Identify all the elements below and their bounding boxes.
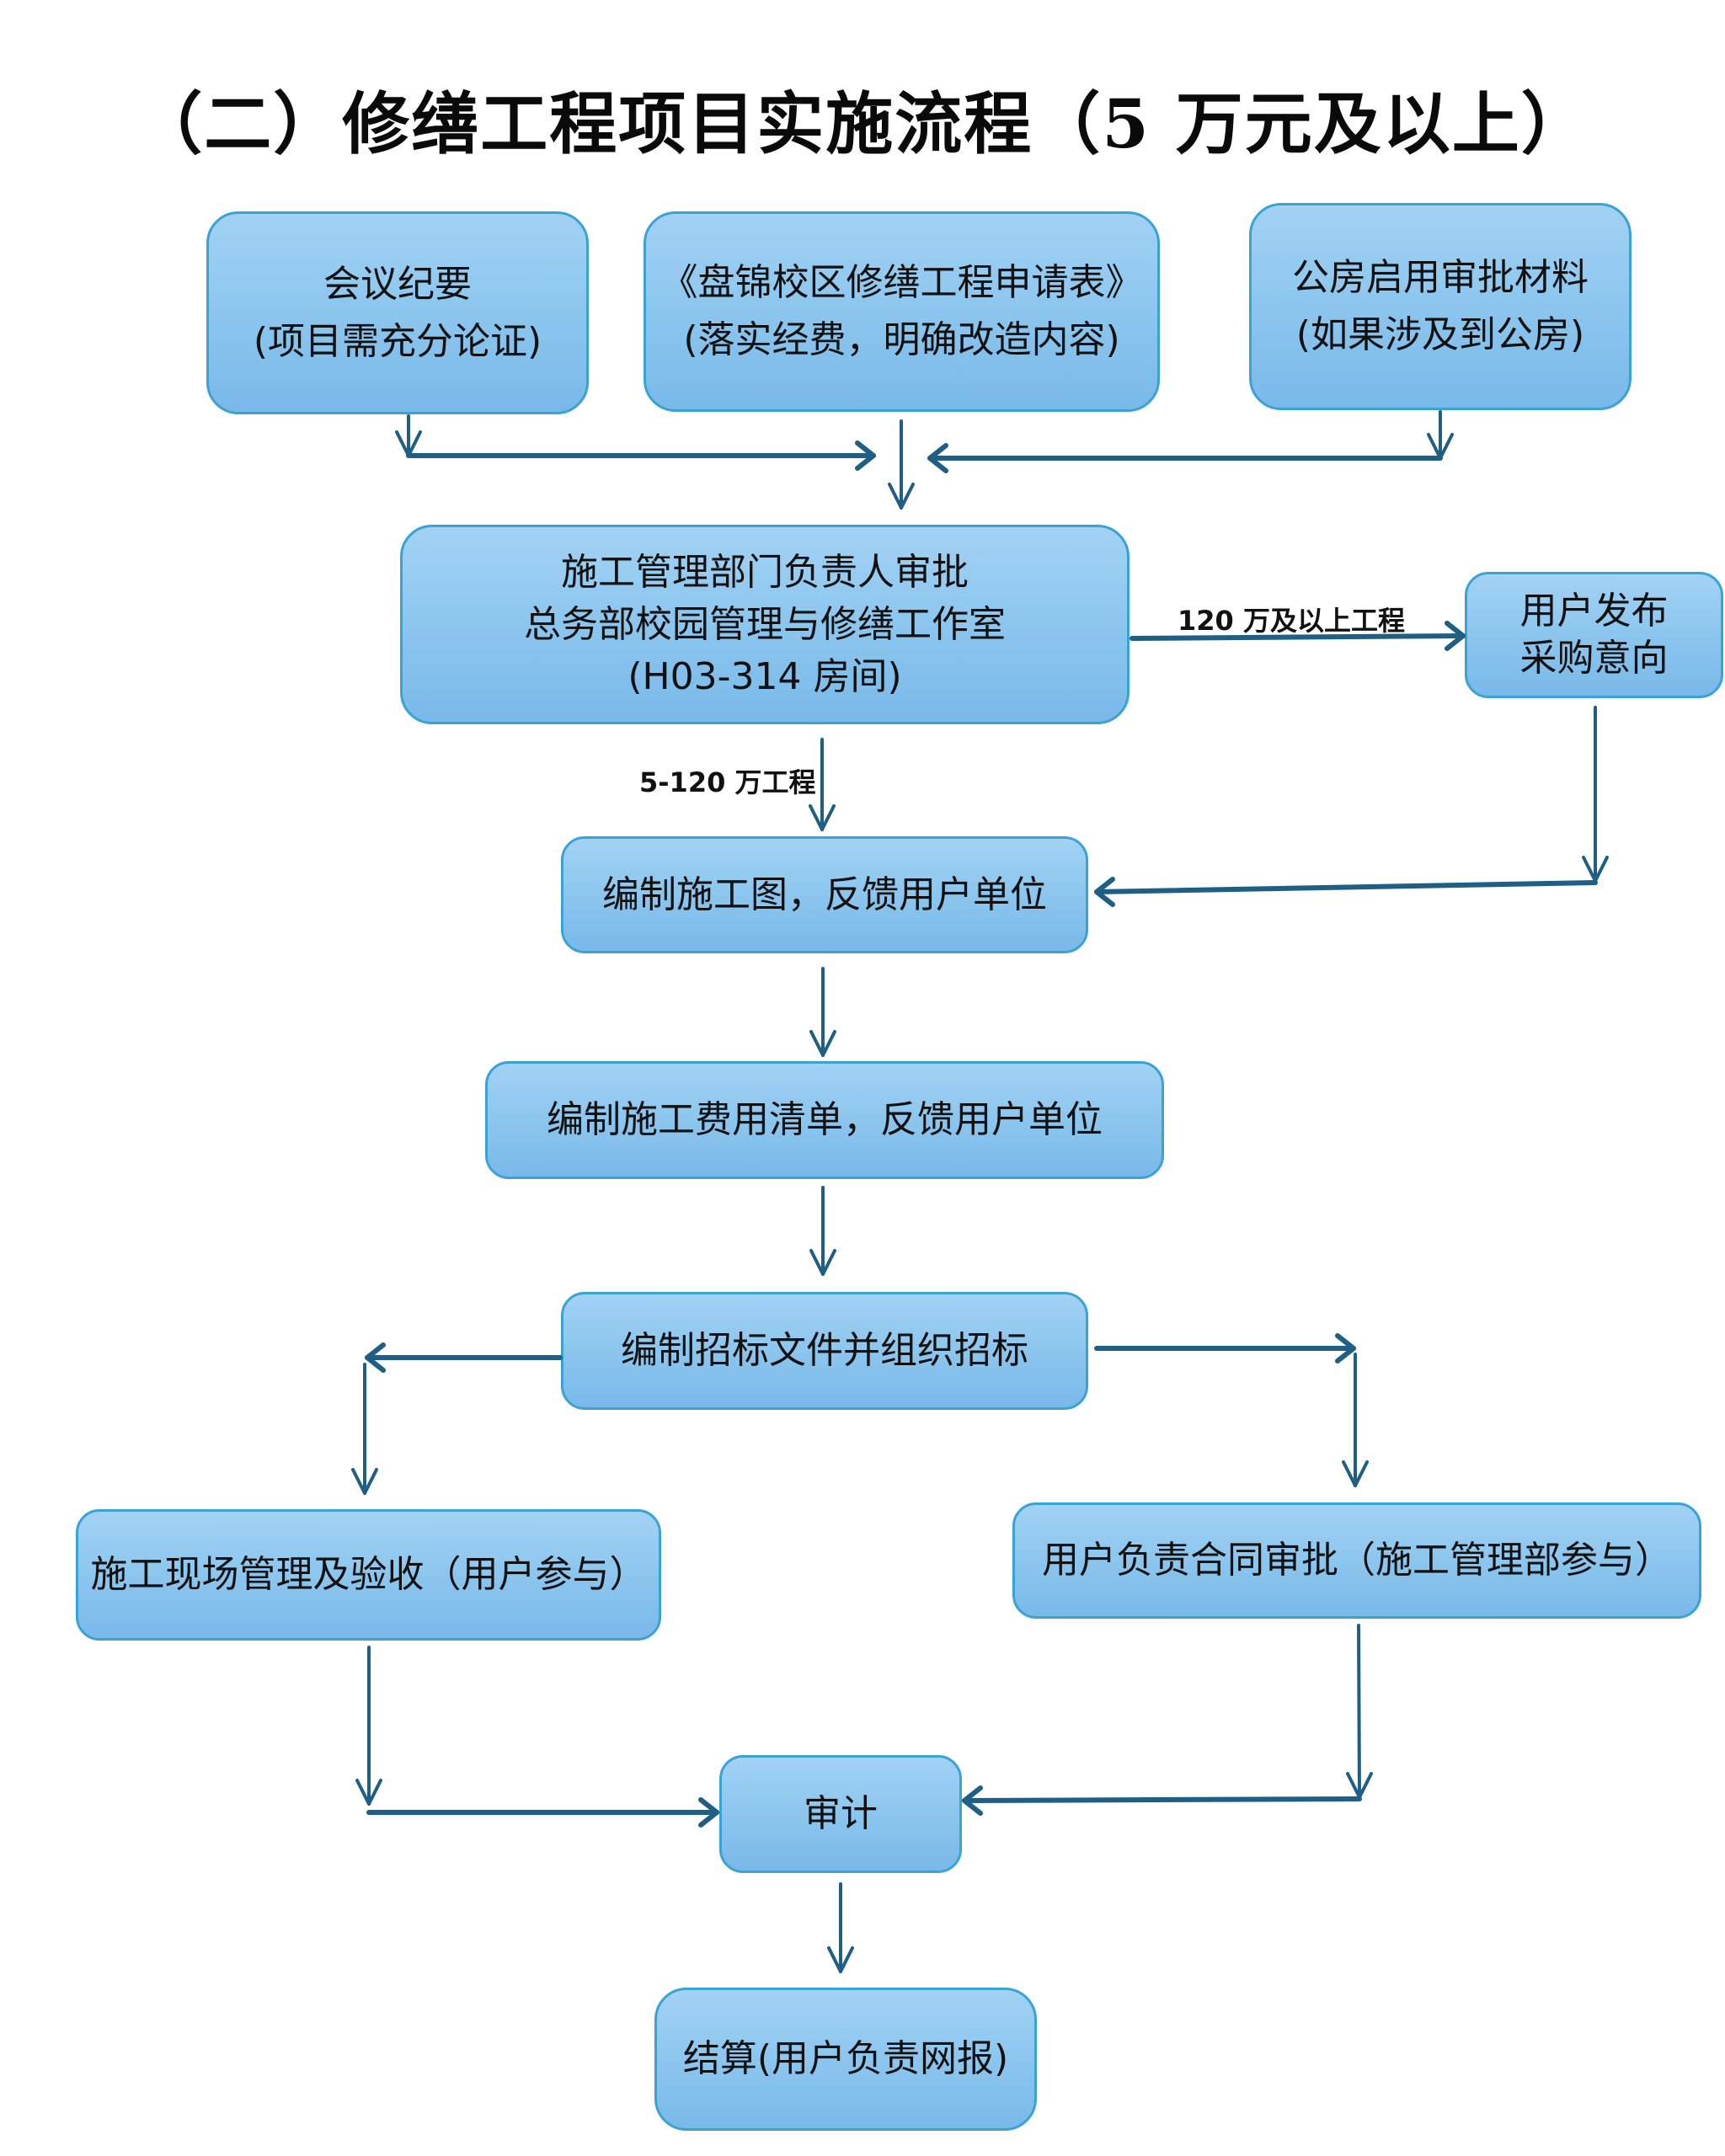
arrowhead-intent-down (1582, 856, 1609, 883)
node-cost-list: 编制施工费用清单，反馈用户单位 (485, 1061, 1164, 1179)
node-application-form: 《盘锦校区修缮工程申请表》 (落实经费，明确改造内容) (644, 211, 1160, 412)
node-sublabel: (落实经费，明确改造内容) (683, 318, 1120, 361)
node-label: 施工管理部门负责人审批 (561, 550, 969, 594)
arrowhead-housing-left (927, 443, 948, 473)
node-audit: 审计 (719, 1755, 962, 1873)
node-construction-drawing: 编制施工图，反馈用户单位 (561, 836, 1088, 953)
connector-intent-to-drawing (1094, 880, 1598, 894)
arrowhead-intent-left (1094, 877, 1115, 907)
arrowhead-cost-down (809, 1249, 836, 1276)
arrowhead-5-120-down (809, 804, 836, 831)
node-label: 用户发布 (1519, 590, 1669, 632)
node-site-management: 施工现场管理及验收（用户参与） (76, 1509, 661, 1641)
node-label: 公房启用审批材料 (1292, 256, 1589, 299)
node-label: 《盘锦校区修缮工程申请表》 (660, 261, 1143, 304)
arrowhead-site-down (355, 1779, 382, 1806)
arrowhead-bidding-right (1335, 1333, 1356, 1364)
node-label: 编制施工费用清单，反馈用户单位 (547, 1098, 1103, 1141)
node-contract-approval: 用户负责合同审批（施工管理部参与） (1012, 1502, 1701, 1619)
node-sublabel: 采购意向 (1519, 637, 1669, 680)
node-dept-approval: 施工管理部门负责人审批 总务部校园管理与修缮工作室 (H03-314 房间) (400, 525, 1130, 724)
arrowhead-right-down (1342, 1460, 1369, 1487)
node-label: 会议纪要 (323, 262, 472, 306)
node-sublabel: (项目需充分论证) (253, 319, 542, 363)
arrowhead-audit-down (827, 1946, 854, 1973)
node-purchase-intent: 用户发布 采购意向 (1465, 572, 1723, 698)
node-sublabel: 总务部校园管理与修缮工作室 (524, 602, 1006, 646)
node-settlement: 结算(用户负责网报) (654, 1988, 1037, 2131)
arrowhead-bidding-left (365, 1342, 386, 1373)
arrowhead-application-down (888, 483, 915, 510)
arrowhead-site-audit (698, 1797, 719, 1828)
node-label: 编制招标文件并组织招标 (621, 1329, 1028, 1372)
arrowhead-meeting-down (395, 430, 422, 457)
node-meeting-minutes: 会议纪要 (项目需充分论证) (206, 211, 589, 414)
arrowhead-drawing-down (809, 1030, 836, 1057)
arrowhead-contract-audit (962, 1785, 983, 1816)
arrowhead-housing-down (1427, 433, 1454, 460)
arrowhead-meeting-right (855, 440, 876, 471)
connector-contract-to-audit (962, 1796, 1362, 1803)
node-label: 审计 (804, 1792, 878, 1835)
arrowhead-left-down (351, 1468, 378, 1495)
node-sublabel: (如果涉及到公房) (1295, 313, 1585, 356)
arrowhead-contract-down (1346, 1772, 1373, 1799)
node-label: 施工现场管理及验收（用户参与） (90, 1553, 647, 1596)
node-label: 结算(用户负责网报) (682, 2037, 1009, 2080)
node-label: 编制施工图，反馈用户单位 (602, 873, 1047, 916)
node-public-housing: 公房启用审批材料 (如果涉及到公房) (1249, 203, 1632, 410)
node-room: (H03-314 房间) (628, 654, 902, 698)
edge-label-5-120: 5-120 万工程 (639, 766, 816, 798)
arrowhead-over-120 (1445, 621, 1466, 651)
node-label: 用户负责合同审批（施工管理部参与） (1042, 1539, 1672, 1582)
edge-label-over-120: 120 万及以上工程 (1178, 605, 1405, 637)
page-title: （二）修缮工程项目实施流程（5 万元及以上） (135, 84, 1590, 163)
node-bidding: 编制招标文件并组织招标 (561, 1292, 1088, 1410)
